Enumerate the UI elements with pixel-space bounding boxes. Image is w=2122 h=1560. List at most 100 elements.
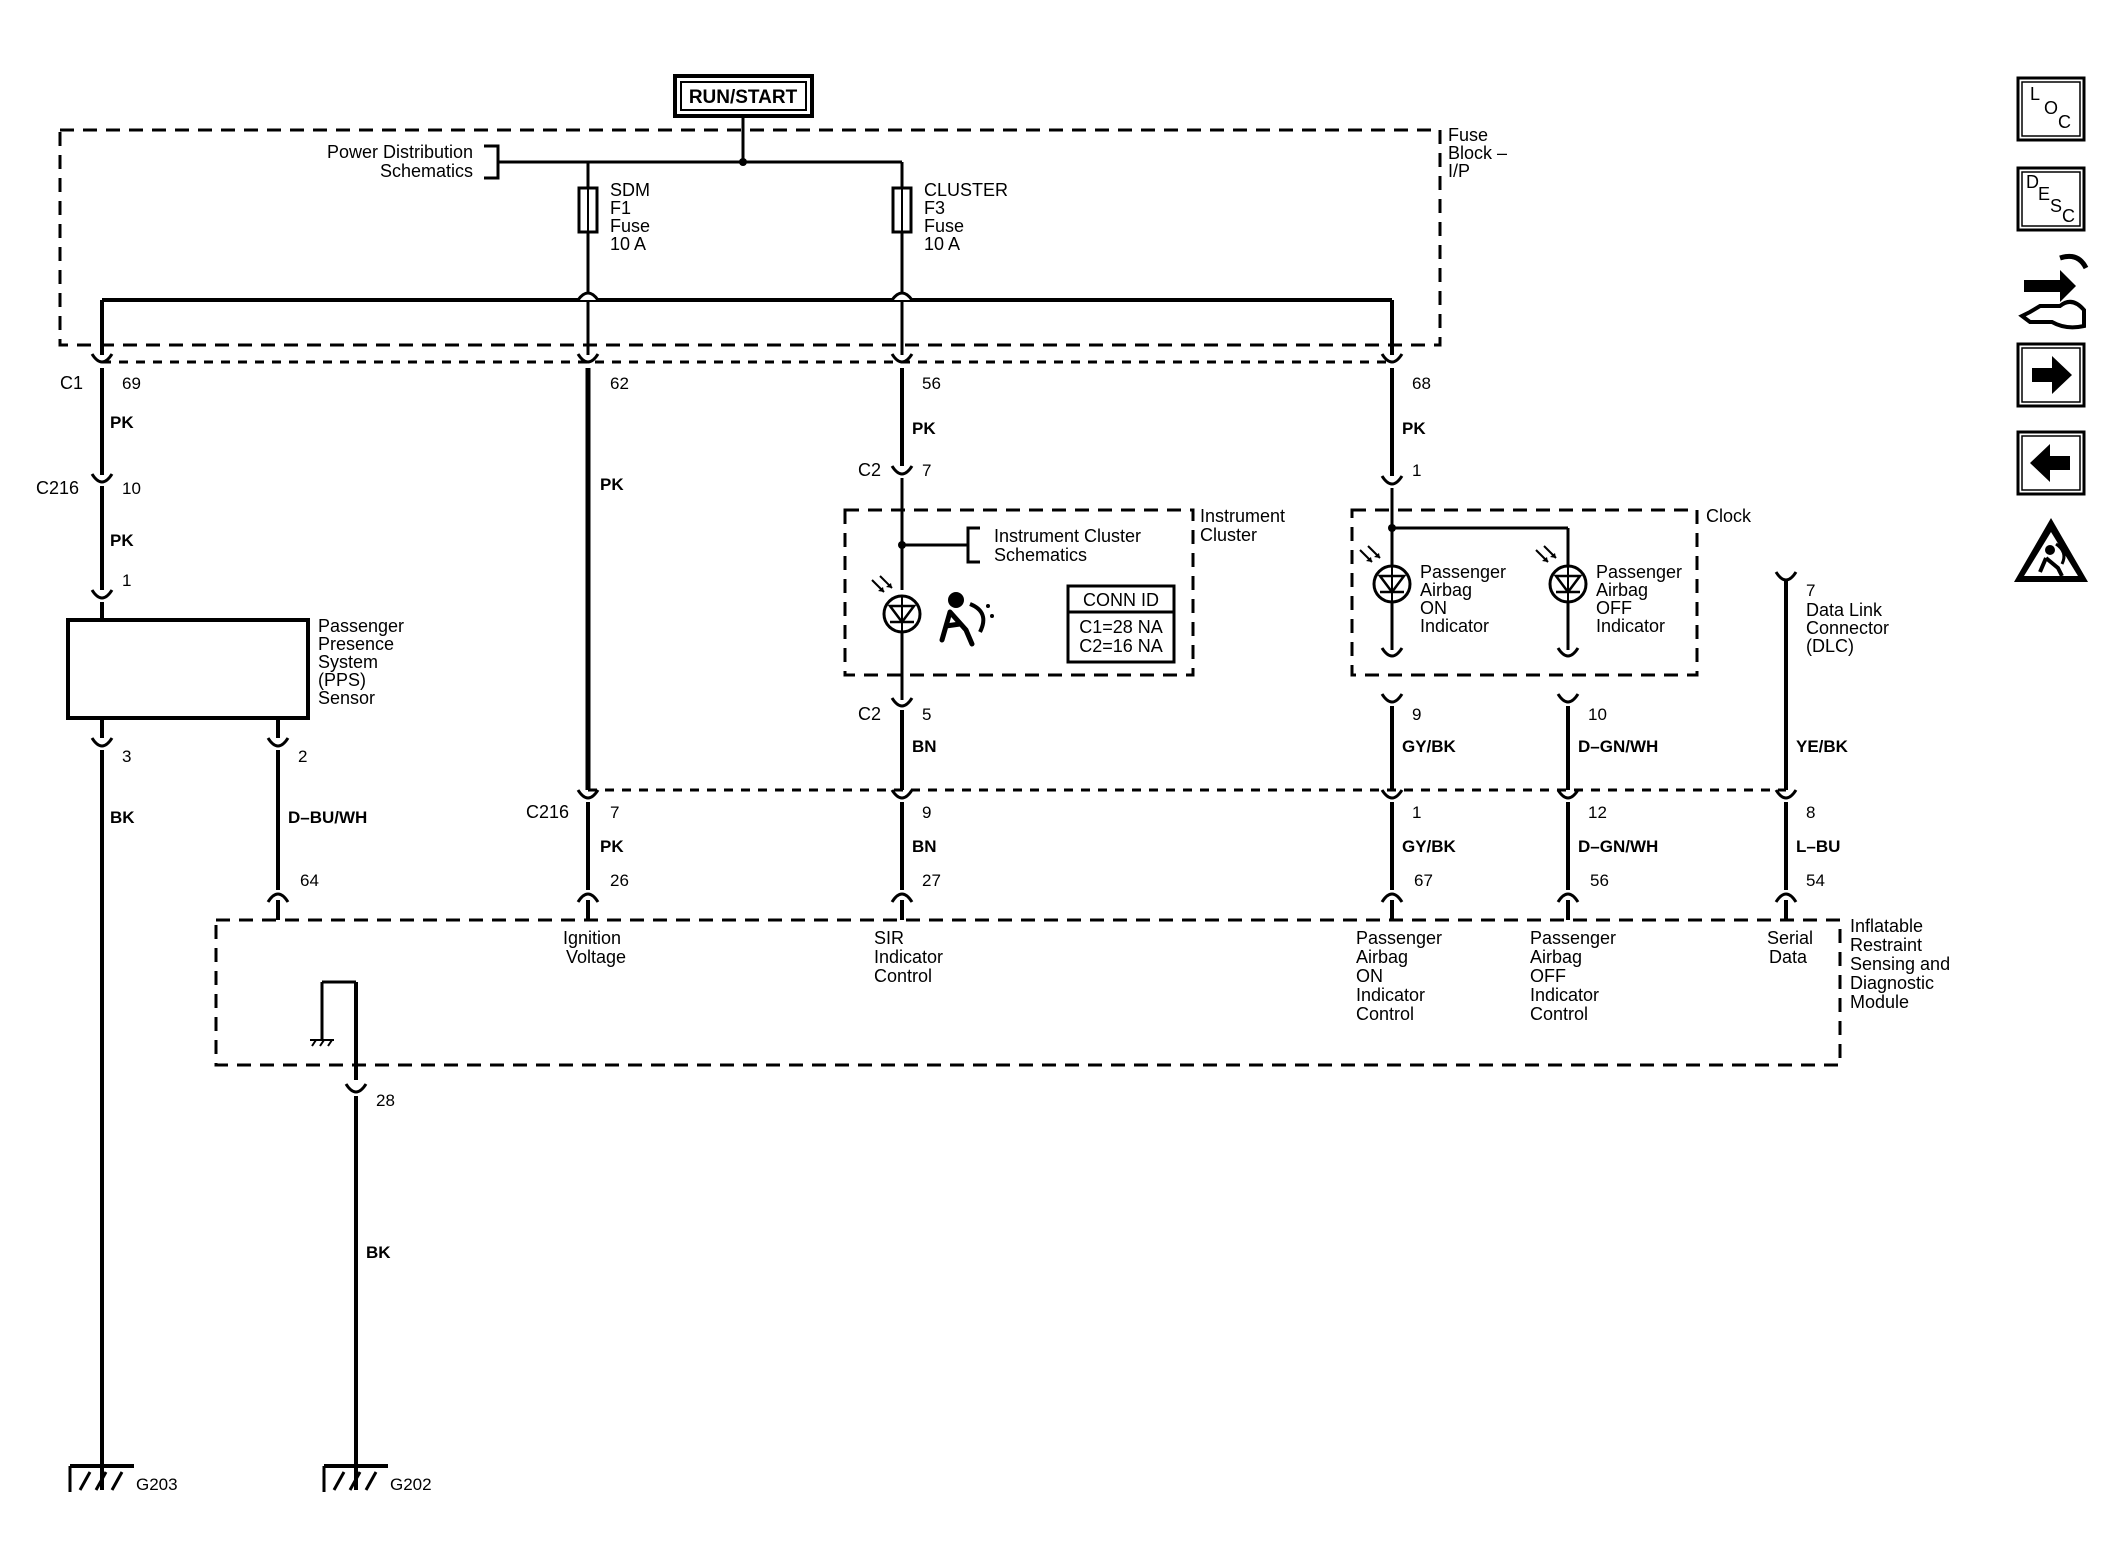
wire-pk-1: PK [110, 413, 134, 432]
sir-label-3: Control [874, 966, 932, 986]
off-ind-label-4: Indicator [1596, 616, 1665, 636]
clock-circuit: PK 1 Clock Passenger Airbag ON Indicator [1350, 368, 1752, 920]
previous-arrow-button[interactable] [2016, 430, 2086, 496]
pin-dlc-7: 7 [1806, 581, 1815, 600]
cluster-label-1: Instrument [1200, 506, 1285, 526]
pin-c216-7: 7 [610, 803, 619, 822]
on-ctrl-label-4: Indicator [1356, 985, 1425, 1005]
pin-c1-62: 62 [610, 374, 629, 393]
pin-m-56: 56 [1590, 871, 1609, 890]
off-ind-label-3: OFF [1596, 598, 1632, 618]
on-ctrl-label-5: Control [1356, 1004, 1414, 1024]
c216-label-1: C216 [36, 478, 79, 498]
fuse-block-label-1: Fuse [1448, 125, 1488, 145]
serial-label-1: Serial [1767, 928, 1813, 948]
conn-id-title: CONN ID [1083, 590, 1159, 610]
desc-s: S [2050, 196, 2062, 216]
ignition-label-2: Voltage [566, 947, 626, 967]
pd-schematics-line1: Power Distribution [327, 142, 473, 162]
conn-id-c1: C1=28 NA [1079, 617, 1163, 637]
pin-m-54: 54 [1806, 871, 1825, 890]
sdm-fuse-type: Fuse [610, 216, 650, 236]
next-arrow-button[interactable] [2016, 342, 2086, 408]
ground-g203-icon [68, 1464, 134, 1492]
pps-label-1: Passenger [318, 616, 404, 636]
off-ctrl-label-5: Control [1530, 1004, 1588, 1024]
on-ind-label-3: ON [1420, 598, 1447, 618]
on-ind-label-1: Passenger [1420, 562, 1506, 582]
airbag-warning-icon[interactable] [2014, 518, 2088, 582]
ignition-circuit: PK C216 7 PK 26 [526, 368, 629, 920]
cluster-fuse-id: F3 [924, 198, 945, 218]
module-label-2: Restraint [1850, 935, 1922, 955]
wire-bk-1: BK [110, 808, 135, 827]
wire-pk-5: PK [912, 419, 936, 438]
run-start-source: RUN/START [673, 74, 814, 162]
loc-l: L [2030, 84, 2040, 104]
module-label-4: Diagnostic [1850, 973, 1934, 993]
pin-pps-3: 3 [122, 747, 131, 766]
pps-label-2: Presence [318, 634, 394, 654]
pin-c2-5: 5 [922, 705, 931, 724]
conn-id-c2: C2=16 NA [1079, 636, 1163, 656]
on-ctrl-label-2: Airbag [1356, 947, 1408, 967]
sir-led-icon [871, 575, 922, 634]
connector-tool-icon[interactable] [2018, 253, 2089, 330]
pin-clock-10: 10 [1588, 705, 1607, 724]
off-ind-label-2: Airbag [1596, 580, 1648, 600]
desc-button[interactable]: D E S C [2016, 166, 2086, 232]
off-ctrl-label-1: Passenger [1530, 928, 1616, 948]
wire-bn-1: BN [912, 737, 937, 756]
pin-c1-56: 56 [922, 374, 941, 393]
dlc-circuit: 7 Data Link Connector (DLC) YE/BK 8 L–BU… [1774, 571, 1889, 920]
fuse-block-label-2: Block – [1448, 143, 1507, 163]
ground-g203-label: G203 [136, 1475, 178, 1494]
pin-m-28: 28 [376, 1091, 395, 1110]
c216-label-2: C216 [526, 802, 569, 822]
c1-label: C1 [60, 373, 83, 393]
airbag-person-icon [939, 592, 994, 647]
ignition-label-1: Ignition [563, 928, 621, 948]
loc-o: O [2044, 98, 2058, 118]
loc-button[interactable]: L O C [2016, 76, 2086, 142]
sdm-fuse-rating: 10 A [610, 234, 646, 254]
off-ind-label-1: Passenger [1596, 562, 1682, 582]
pin-c216-10: 10 [122, 479, 141, 498]
off-ctrl-label-2: Airbag [1530, 947, 1582, 967]
on-ind-label-4: Indicator [1420, 616, 1489, 636]
desc-d: D [2026, 172, 2039, 192]
pin-c1-68: 68 [1412, 374, 1431, 393]
ground-g202-label: G202 [390, 1475, 432, 1494]
pin-c216-8: 8 [1806, 803, 1815, 822]
previous-arrow-icon [2030, 444, 2070, 482]
dlc-label-3: (DLC) [1806, 636, 1854, 656]
module-label-3: Sensing and [1850, 954, 1950, 974]
ground-g202-icon [322, 1464, 388, 1492]
pin-m-67: 67 [1414, 871, 1433, 890]
sdm-fuse-id: F1 [610, 198, 631, 218]
desc-c: C [2062, 206, 2075, 226]
cluster-fuse-rating: 10 A [924, 234, 960, 254]
wire-dgnwh-2: D–GN/WH [1578, 837, 1658, 856]
wire-dgnwh-1: D–GN/WH [1578, 737, 1658, 756]
pin-pps-2: 2 [298, 747, 307, 766]
off-ctrl-label-4: Indicator [1530, 985, 1599, 1005]
cluster-fuse-name: CLUSTER [924, 180, 1008, 200]
wire-pk-2: PK [110, 531, 134, 550]
pin-clock-9: 9 [1412, 705, 1421, 724]
instrument-cluster-circuit: PK C2 7 Instrument Cluster Instrument Cl… [843, 368, 1285, 920]
module-label-1: Inflatable [1850, 916, 1923, 936]
serial-label-2: Data [1769, 947, 1808, 967]
conn-id-table: CONN ID C1=28 NA C2=16 NA [1066, 584, 1176, 664]
off-indicator-led-icon [1535, 545, 1588, 604]
pin-c1-69: 69 [122, 374, 141, 393]
next-arrow-icon [2032, 356, 2072, 394]
module-label-5: Module [1850, 992, 1909, 1012]
run-start-label: RUN/START [689, 87, 798, 108]
fuse-block-label-3: I/P [1448, 161, 1470, 181]
wire-gybk-1: GY/BK [1402, 737, 1457, 756]
pin-m-64: 64 [300, 871, 319, 890]
sdm-fuse-name: SDM [610, 180, 650, 200]
sir-label-2: Indicator [874, 947, 943, 967]
pin-m-26: 26 [610, 871, 629, 890]
